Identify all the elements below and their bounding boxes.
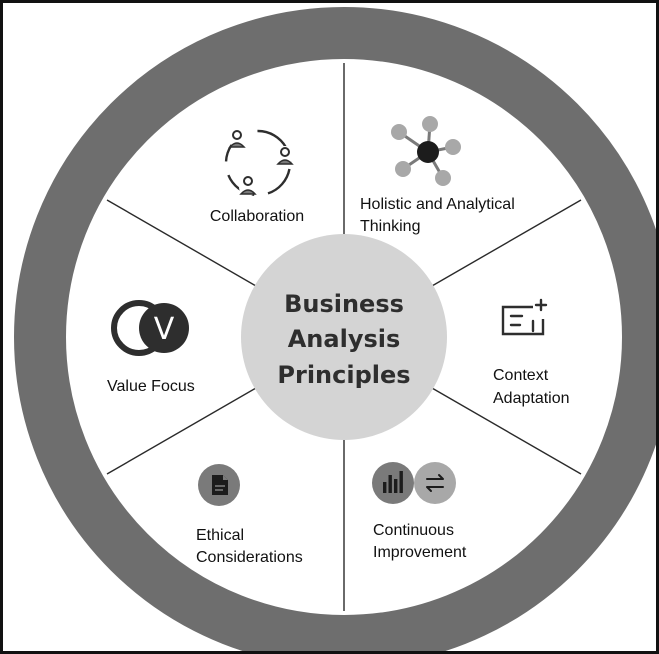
center-title-line1: Business [284, 290, 404, 318]
principles-wheel: Business Analysis Principles Collaborati… [14, 7, 656, 651]
value-focus-label: Value Focus [107, 378, 195, 395]
ethical-label-line2: Considerations [196, 549, 303, 566]
bar-chart-cycle-icon [372, 462, 456, 504]
value-v-letter: V [154, 312, 175, 347]
people-network-icon [224, 129, 294, 197]
continuous-label-line1: Continuous [373, 522, 454, 539]
spokes [106, 63, 582, 611]
center-hub [241, 234, 447, 440]
document-icon [198, 464, 240, 506]
segment-context: Context Adaptation [493, 298, 570, 407]
center-title-line3: Principles [277, 361, 410, 389]
holistic-label-line1: Holistic and Analytical [360, 196, 515, 213]
value-v-icon: V [111, 300, 189, 356]
segment-holistic: Holistic and Analytical Thinking [360, 116, 515, 235]
collaboration-label: Collaboration [210, 208, 304, 225]
spoke-upper-right [424, 199, 582, 291]
segment-continuous: Continuous Improvement [372, 462, 467, 561]
context-form-icon [501, 298, 548, 336]
segment-collaboration: Collaboration [210, 129, 304, 225]
holistic-label-line2: Thinking [360, 218, 420, 235]
center-title-line2: Analysis [288, 325, 401, 353]
spoke-lower-right [424, 383, 582, 475]
continuous-label-line2: Improvement [373, 544, 467, 561]
context-label-line2: Adaptation [493, 390, 570, 407]
spoke-upper-left [106, 199, 264, 291]
ethical-label-line1: Ethical [196, 527, 244, 544]
segment-ethical: Ethical Considerations [196, 464, 303, 566]
segment-value: V Value Focus [107, 300, 195, 395]
spoke-lower-left [106, 383, 264, 475]
context-label-line1: Context [493, 367, 549, 384]
hub-network-icon [391, 116, 461, 186]
